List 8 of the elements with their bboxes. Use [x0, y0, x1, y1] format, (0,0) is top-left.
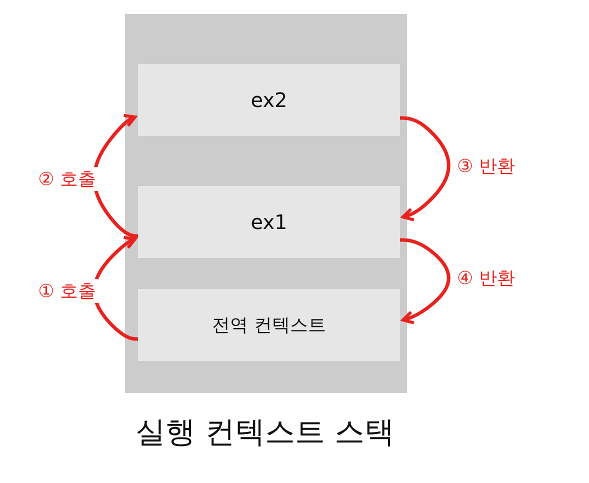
edge-label: ② 호출 — [36, 166, 98, 190]
curved-arrow — [400, 116, 450, 222]
stack-title: 실행 컨텍스트 스택 — [134, 414, 396, 452]
curved-arrow — [400, 238, 450, 324]
context-box: ex2 — [138, 64, 400, 136]
edge-label: ① 호출 — [36, 279, 98, 303]
context-box: ex1 — [138, 186, 400, 258]
context-box: 전역 컨텍스트 — [138, 289, 400, 361]
